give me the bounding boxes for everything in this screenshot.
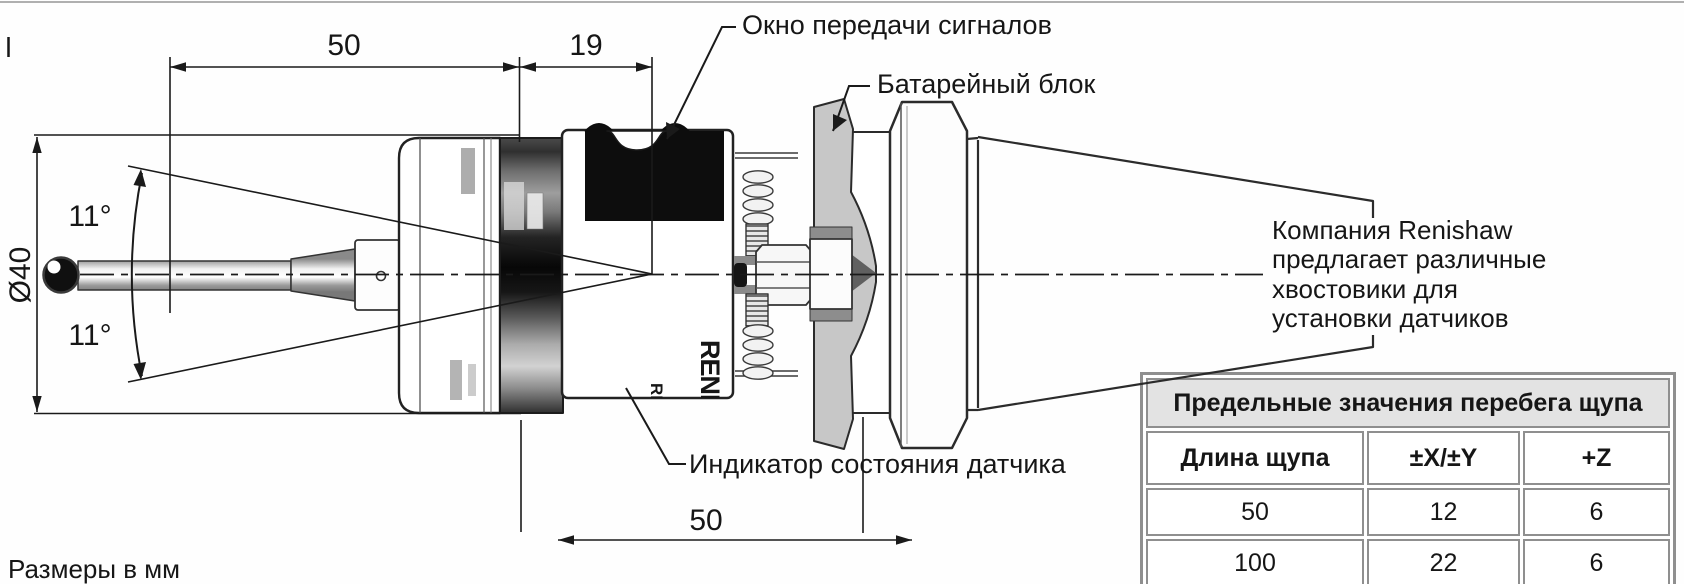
signal-window-lens <box>606 130 668 151</box>
dim-window-offset: 19 <box>520 29 653 274</box>
signal-window-black <box>585 131 724 221</box>
dim-text-angle-upper: 11° <box>68 200 111 233</box>
ring-label-patch <box>526 192 544 230</box>
dim-text-front-diameter: Ø40 <box>4 247 37 304</box>
col-header-stylus-length: Длина щупа <box>1146 431 1364 485</box>
window-bump <box>584 123 614 132</box>
center-bolt <box>755 244 813 306</box>
dim-text-mount-length: 50 <box>689 504 722 537</box>
table-row: 50 12 6 <box>1146 488 1670 536</box>
battery-mechanism <box>734 152 813 380</box>
model-marking: RMP <box>647 383 666 421</box>
plug-washer <box>809 226 853 240</box>
page-top-border <box>0 1 1684 3</box>
dim-text-stylus-length: 50 <box>327 29 360 62</box>
plug-washer <box>809 308 853 322</box>
table-header-row: Длина щупа ±X/±Y +Z <box>1146 431 1670 485</box>
spacer-band <box>734 256 798 265</box>
flange-cone <box>851 254 876 292</box>
metal-ring <box>499 137 564 414</box>
battery-plug <box>809 238 853 310</box>
brand-marking: RENISHAW <box>695 340 725 479</box>
body-housing <box>560 128 735 400</box>
col-header-xy: ±X/±Y <box>1367 431 1520 485</box>
mount-neck <box>848 131 892 414</box>
cell-z-100: 6 <box>1523 539 1670 584</box>
o-ring <box>734 263 747 287</box>
cell-xy-50: 12 <box>1367 488 1520 536</box>
overtravel-limits-table: Предельные значения перебега щупа Длина … <box>1140 372 1676 584</box>
callout-signal-window: Окно передачи сигналов <box>666 10 1052 140</box>
cell-z-50: 6 <box>1523 488 1670 536</box>
stylus <box>42 239 401 311</box>
callout-battery-pack: Батарейный блок <box>832 69 1096 132</box>
dimensions-layer: 50 19 Ø40 <box>4 29 912 545</box>
label-status-indicator: Индикатор состояния датчика <box>689 449 1067 479</box>
table-title: Предельные значения перебега щупа <box>1146 378 1670 428</box>
shank-note-line: Компания Renishaw <box>1272 215 1513 245</box>
module-print-mark <box>468 364 476 396</box>
module-print-mark <box>461 148 475 194</box>
shank-top-edge <box>977 135 1375 218</box>
shank-note: Компания Renishaw предлагает различные х… <box>1272 215 1546 333</box>
shank-note-line: установки датчиков <box>1272 303 1509 333</box>
threaded-rod-bottom <box>745 293 769 327</box>
front-module-housing <box>397 136 502 415</box>
units-note: Размеры в мм <box>8 554 180 584</box>
taper-flange-ring <box>888 100 969 450</box>
stylus-ball-highlight <box>47 260 61 274</box>
cell-length-100: 100 <box>1146 539 1364 584</box>
cell-xy-100: 22 <box>1367 539 1520 584</box>
label-battery-pack: Батарейный блок <box>877 69 1096 99</box>
callout-status-indicator: Индикатор состояния датчика <box>625 387 1067 479</box>
dim-text-window-offset: 19 <box>569 29 602 62</box>
spring-coil-top <box>742 170 774 226</box>
table-row: 100 22 6 <box>1146 539 1670 584</box>
spring-coil-bottom <box>742 324 774 380</box>
window-bump <box>660 123 690 132</box>
shank-note-line: хвостовики для <box>1272 274 1458 304</box>
collar-set-screw <box>375 270 387 282</box>
cell-length-50: 50 <box>1146 488 1364 536</box>
shank-note-line: предлагает различные <box>1272 244 1546 274</box>
stylus-collar <box>354 239 401 311</box>
dim-mount-length: 50 <box>520 417 912 545</box>
stylus-taper <box>290 248 356 302</box>
probe-body: RENISHAW RMP <box>560 123 735 479</box>
taper-shank <box>966 135 1375 412</box>
col-header-z: +Z <box>1523 431 1670 485</box>
stylus-ball <box>42 256 80 294</box>
table-title-row: Предельные значения перебега щупа <box>1146 378 1670 428</box>
spacer-band <box>734 285 798 294</box>
threaded-rod-top <box>745 223 769 257</box>
module-print-mark <box>450 360 462 400</box>
label-signal-window: Окно передачи сигналов <box>742 10 1052 40</box>
dim-text-angle-lower: 11° <box>68 319 111 352</box>
dim-stylus-length: 50 <box>169 29 521 313</box>
dim-overtravel-angle: 11° 11° <box>68 165 653 383</box>
stylus-shaft <box>77 260 292 291</box>
dim-front-diameter: Ø40 <box>4 134 521 415</box>
battery-pack-flange <box>809 98 877 450</box>
front-module <box>397 136 502 415</box>
